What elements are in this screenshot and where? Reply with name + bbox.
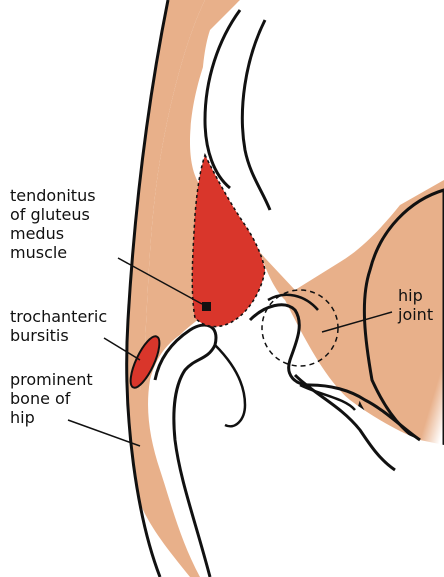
label-hip-joint: hip joint <box>398 286 433 324</box>
femur-inner-line <box>242 20 270 210</box>
label-gluteus-tendonitis: tendonitus of gluteus medus muscle <box>10 186 96 262</box>
label-prominent-bone: prominent bone of hip <box>10 370 93 427</box>
tendonitis-marker <box>202 302 211 311</box>
label-trochanteric-bursitis: trochanteric bursitis <box>10 307 107 345</box>
gluteus-tendon <box>192 155 265 327</box>
